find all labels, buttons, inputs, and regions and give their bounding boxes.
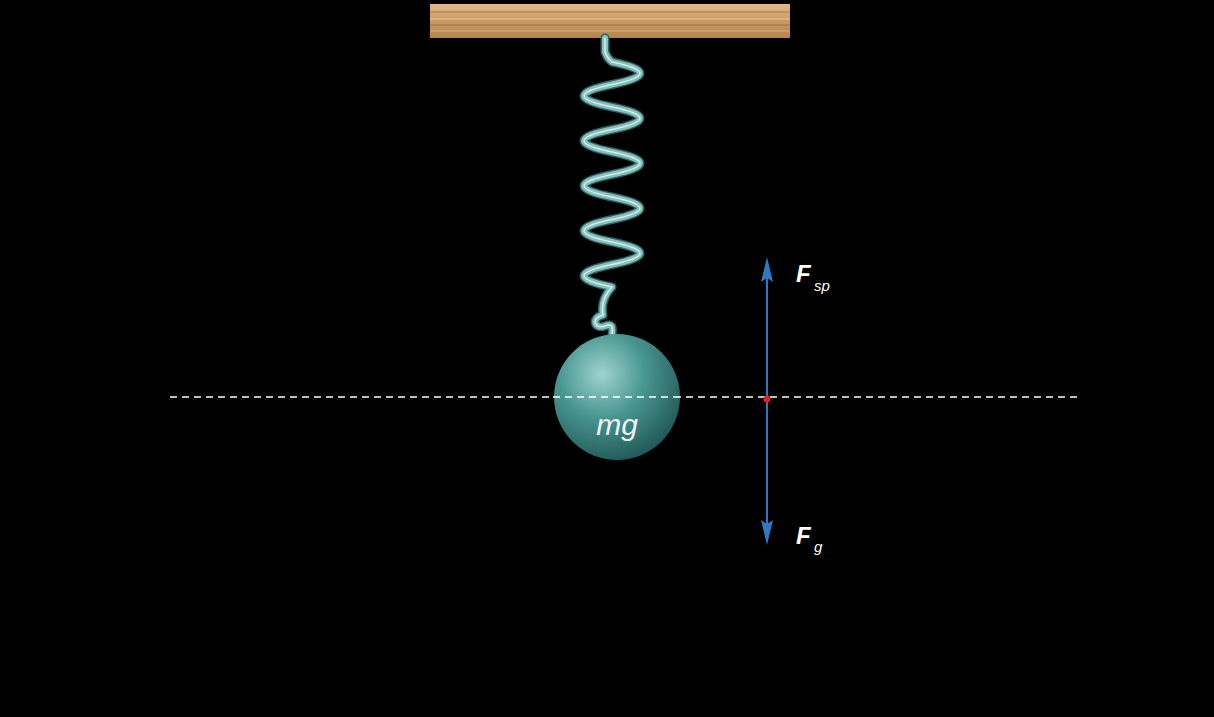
- ceiling-beam: [430, 4, 790, 38]
- force-symbol: F: [796, 524, 811, 548]
- force-symbol: F: [796, 262, 811, 286]
- mass-ball: mg: [553, 333, 681, 461]
- force-subscript: g: [814, 539, 822, 554]
- spring: [584, 38, 640, 338]
- mass-label: mg: [596, 410, 638, 440]
- equilibrium-line: [170, 396, 1080, 398]
- ball-shape: [553, 333, 681, 461]
- force-vectors: [761, 257, 773, 545]
- force-subscript: sp: [814, 278, 830, 293]
